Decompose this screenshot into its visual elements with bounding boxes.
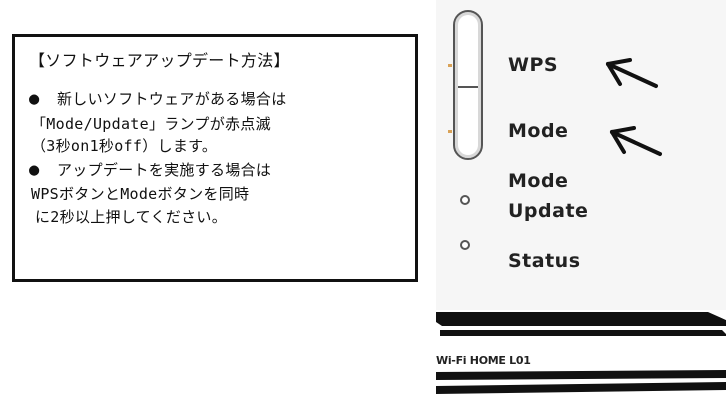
instruction-box: 【ソフトウェアアップデート方法】 ● 新しいソフトウェアがある場合は 「Mode… xyxy=(12,34,418,282)
bullet-icon: ● xyxy=(29,159,40,180)
instruction-item-1-line-1: 新しいソフトウェアがある場合は xyxy=(57,90,287,108)
mode-update-led-icon xyxy=(460,195,470,205)
device-bottom-band: Wi-Fi HOME L01 xyxy=(436,308,726,396)
wps-label: WPS xyxy=(508,54,559,76)
arrow-icon xyxy=(610,126,662,156)
instruction-item-2-line-2: WPSボタンとModeボタンを同時 xyxy=(31,185,250,203)
wps-mode-button-capsule[interactable] xyxy=(448,10,483,160)
instruction-item-2-line-3: に2秒以上押してください。 xyxy=(35,207,228,226)
wps-button-tick xyxy=(448,64,452,67)
instruction-title: 【ソフトウェアアップデート方法】 xyxy=(29,51,290,70)
mode-button-tick xyxy=(448,130,452,133)
instruction-item-2-line-1: アップデートを実施する場合は xyxy=(57,160,272,179)
instruction-item-2: ● アップデートを実施する場合は xyxy=(29,158,403,184)
instruction-item-1-line-3: （3秒on1秒off）します。 xyxy=(31,137,218,155)
status-label: Status xyxy=(508,250,581,272)
stripe-graphic xyxy=(436,312,726,394)
device-surface xyxy=(436,0,726,310)
status-led-icon xyxy=(460,240,470,250)
button-divider xyxy=(458,86,478,88)
brand-label: Wi-Fi HOME L01 xyxy=(436,354,531,367)
instruction-item-1: ● 新しいソフトウェアがある場合は xyxy=(29,87,403,113)
instruction-item-1-line-2: 「Mode/Update」ランプが赤点滅 xyxy=(31,114,271,133)
mode-label: Mode xyxy=(508,120,569,142)
device-panel: WPS Mode Mode Update Status Wi-Fi HOME L… xyxy=(436,0,726,396)
mode-update-label-line-1: Mode xyxy=(508,170,569,192)
mode-update-label-line-2: Update xyxy=(508,200,589,222)
bullet-icon: ● xyxy=(29,89,40,109)
arrow-icon xyxy=(606,58,658,88)
